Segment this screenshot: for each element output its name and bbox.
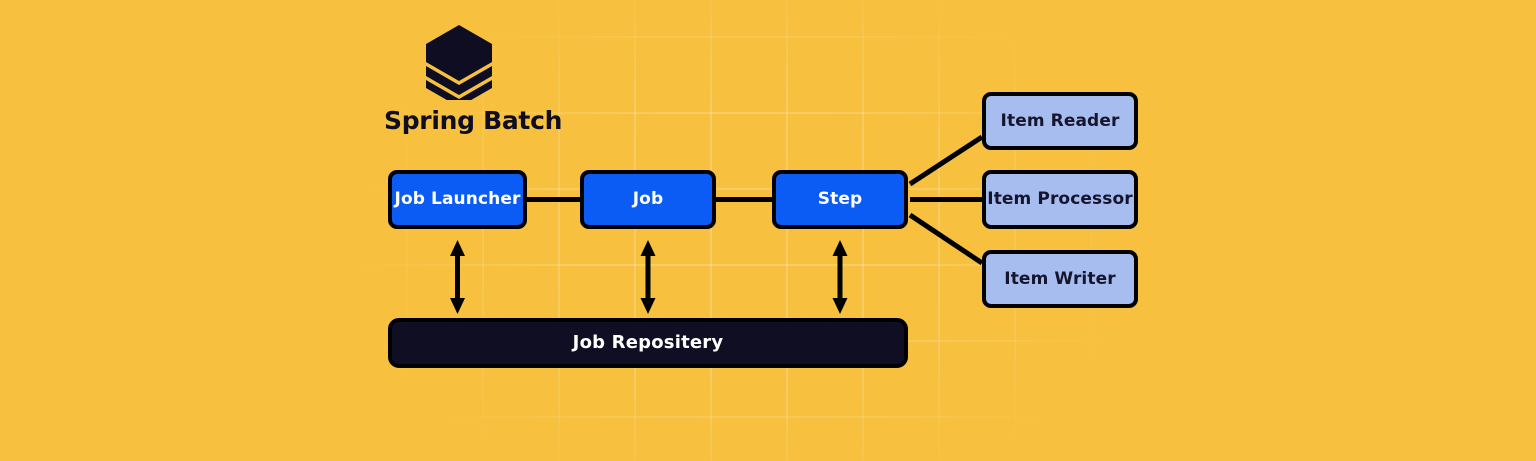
connector-job-launcher-to-repository bbox=[450, 240, 465, 314]
node-item-writer[interactable]: Item Writer bbox=[982, 250, 1138, 308]
node-item-processor-label: Item Processor bbox=[987, 189, 1133, 210]
logo-label: Spring Batch bbox=[384, 106, 563, 135]
node-job-label: Job bbox=[632, 189, 664, 210]
connector-step-to-item-writer bbox=[908, 212, 984, 266]
node-job-launcher-label: Job Launcher bbox=[394, 189, 521, 210]
node-step-label: Step bbox=[817, 189, 863, 210]
node-item-reader-label: Item Reader bbox=[1000, 110, 1120, 131]
node-item-reader[interactable]: Item Reader bbox=[982, 92, 1138, 150]
node-step[interactable]: Step bbox=[772, 170, 908, 229]
node-job[interactable]: Job bbox=[580, 170, 716, 229]
connector-step-to-item-reader bbox=[908, 134, 984, 187]
connector-job-to-repository bbox=[640, 240, 656, 314]
spring-batch-logo: Spring Batch bbox=[384, 22, 563, 135]
node-job-repository-label: Job Repositery bbox=[572, 332, 724, 354]
node-item-writer-label: Item Writer bbox=[1004, 268, 1116, 289]
node-item-processor[interactable]: Item Processor bbox=[982, 170, 1138, 229]
node-job-launcher[interactable]: Job Launcher bbox=[388, 170, 527, 229]
stacked-layers-hexagon-icon bbox=[426, 25, 492, 100]
node-job-repository[interactable]: Job Repositery bbox=[388, 318, 908, 368]
connector-step-to-repository bbox=[832, 240, 848, 314]
